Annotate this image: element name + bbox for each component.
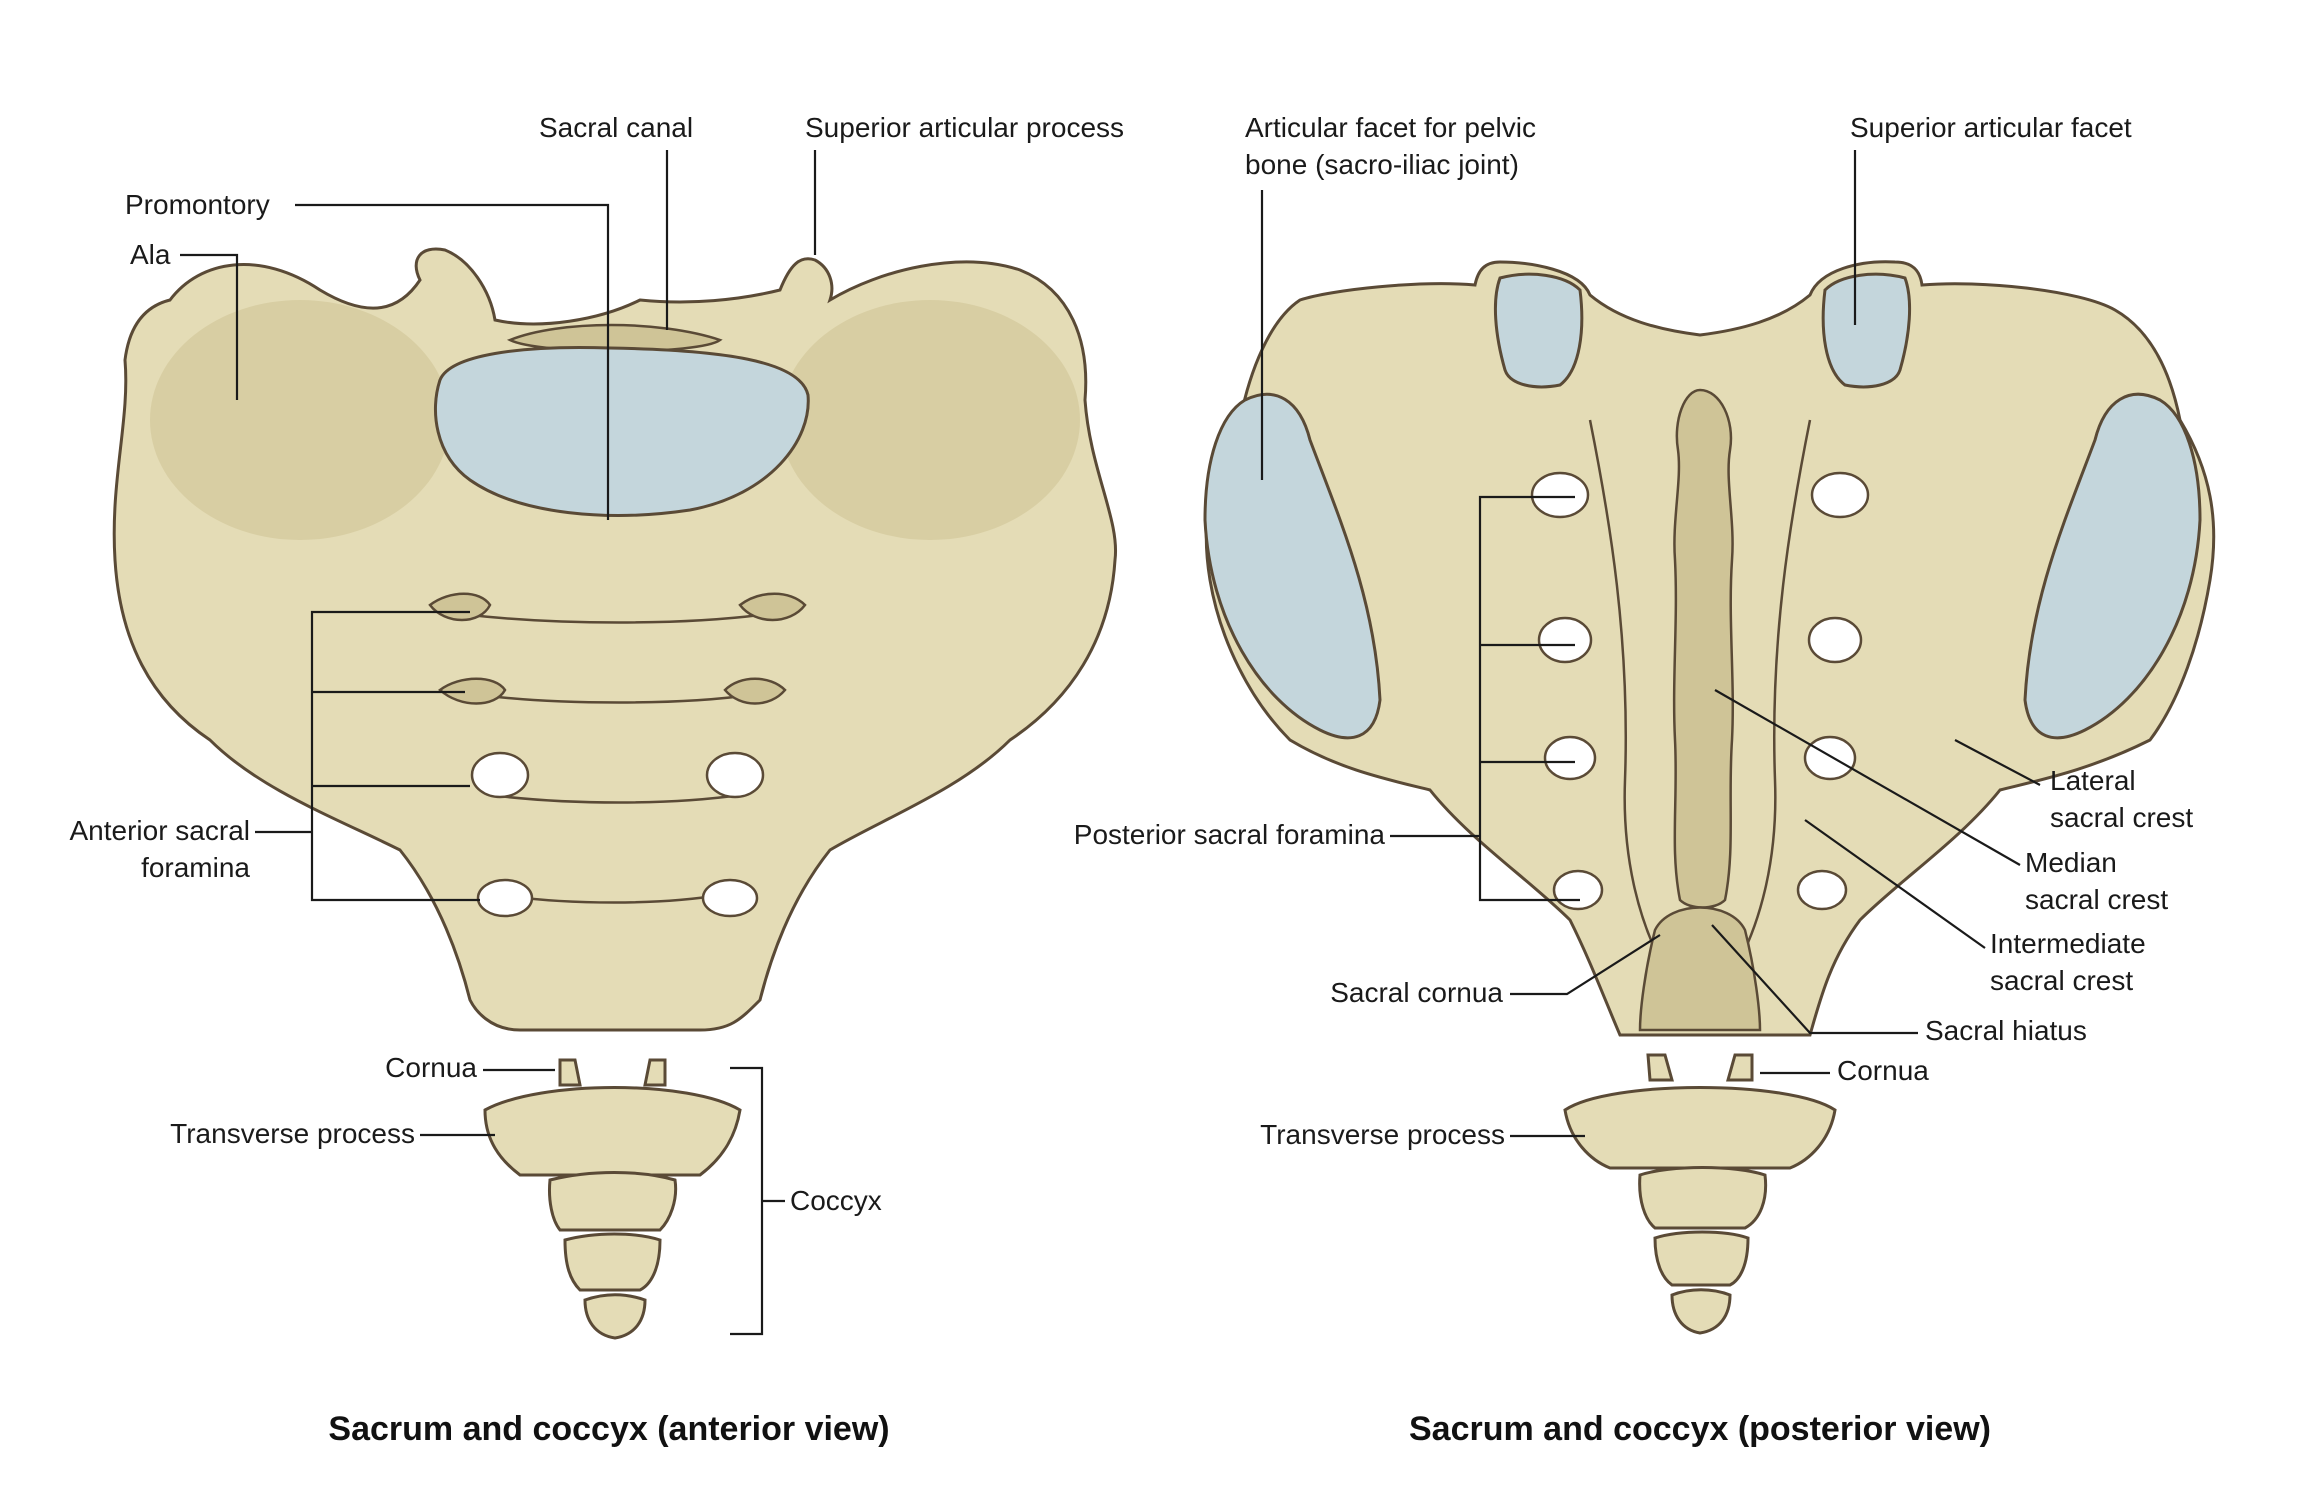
- leader-sacral-cornua: [1510, 934, 1661, 996]
- leader-lateral-sacral-crest: [1954, 739, 2041, 786]
- superior-articular-facet-right: [1821, 272, 1912, 389]
- posterior-view: Articular facet for pelvic bone (sacro-i…: [1074, 112, 2216, 1448]
- caption-anterior-view: Sacrum and coccyx (anterior view): [328, 1410, 889, 1448]
- transverse-ridge: [489, 793, 741, 804]
- sacral-hiatus-shape: [1638, 906, 1762, 1032]
- transverse-ridge: [479, 693, 751, 704]
- posterior-foramen: [1543, 735, 1597, 781]
- anterior-foramen: [701, 878, 759, 918]
- intermediate-crest-right: [1738, 419, 1812, 961]
- posterior-coccyx-illustration: [1563, 1053, 1837, 1335]
- label-median-sacral-crest-2: sacral crest: [2025, 884, 2168, 915]
- label-ala: Ala: [130, 239, 171, 270]
- label-articular-facet: Articular facet for pelvic: [1245, 112, 1536, 143]
- anterior-foramen: [738, 592, 807, 622]
- auricular-facet-left: [1203, 392, 1382, 740]
- anterior-coccyx-illustration: [483, 1058, 742, 1340]
- intermediate-crest-left: [1588, 419, 1662, 961]
- label-cornua-posterior: Cornua: [1837, 1055, 1929, 1086]
- label-posterior-sacral-foramina: Posterior sacral foramina: [1074, 819, 1386, 850]
- posterior-foramen: [1530, 471, 1590, 519]
- posterior-foramen: [1552, 869, 1604, 911]
- median-crest-shape: [1672, 388, 1735, 909]
- label-sacral-hiatus: Sacral hiatus: [1925, 1015, 2087, 1046]
- label-transverse-process-posterior: Transverse process: [1260, 1119, 1505, 1150]
- anterior-foramen: [470, 751, 530, 799]
- leader-intermediate-sacral-crest: [1804, 819, 1986, 949]
- label-transverse-process-anterior: Transverse process: [170, 1118, 415, 1149]
- leader-coccyx: [730, 1066, 785, 1336]
- leader-promontory: [295, 203, 610, 520]
- label-intermediate-sacral-crest: Intermediate: [1990, 928, 2146, 959]
- label-median-sacral-crest: Median: [2025, 847, 2117, 878]
- posterior-foramen: [1803, 735, 1857, 781]
- promontory-disc: [433, 346, 810, 517]
- anterior-foramen: [705, 751, 765, 799]
- caption-posterior-view: Sacrum and coccyx (posterior view): [1409, 1410, 1991, 1448]
- label-superior-articular-facet: Superior articular facet: [1850, 112, 2132, 143]
- label-intermediate-sacral-crest-2: sacral crest: [1990, 965, 2133, 996]
- posterior-foramen: [1537, 616, 1593, 664]
- ala-shade-left: [150, 300, 450, 540]
- anterior-foramen: [723, 677, 787, 705]
- posterior-foramen: [1810, 471, 1870, 519]
- label-sacral-canal: Sacral canal: [539, 112, 693, 143]
- anterior-foramen: [428, 592, 492, 622]
- leader-ala: [180, 253, 239, 400]
- label-lateral-sacral-crest-2: sacral crest: [2050, 802, 2193, 833]
- anterior-foramen: [476, 878, 534, 918]
- transverse-ridge: [469, 613, 761, 624]
- superior-articular-facet-left: [1493, 272, 1584, 389]
- label-lateral-sacral-crest: Lateral: [2050, 765, 2136, 796]
- anterior-foramen: [438, 677, 507, 705]
- label-sacral-cornua: Sacral cornua: [1330, 977, 1503, 1008]
- auricular-facet-right: [2023, 392, 2202, 740]
- ala-shade-right: [780, 300, 1080, 540]
- label-articular-facet-2: bone (sacro-iliac joint): [1245, 149, 1519, 180]
- posterior-foramen: [1796, 869, 1848, 911]
- label-promontory: Promontory: [125, 189, 270, 220]
- leader-sacral-hiatus: [1711, 924, 1918, 1035]
- label-coccyx: Coccyx: [790, 1185, 882, 1216]
- label-superior-articular-process: Superior articular process: [805, 112, 1124, 143]
- leader-median-sacral-crest: [1714, 689, 2021, 866]
- posterior-foramen: [1807, 616, 1863, 664]
- label-cornua-anterior: Cornua: [385, 1052, 477, 1083]
- label-anterior-sacral-foramina-2: foramina: [141, 852, 250, 883]
- label-anterior-sacral-foramina: Anterior sacral: [69, 815, 250, 846]
- anterior-view: Sacral canal Superior articular process …: [69, 112, 1124, 1448]
- leader-posterior-sacral-foramina: [1390, 495, 1580, 902]
- leader-anterior-sacral-foramina: [255, 610, 480, 902]
